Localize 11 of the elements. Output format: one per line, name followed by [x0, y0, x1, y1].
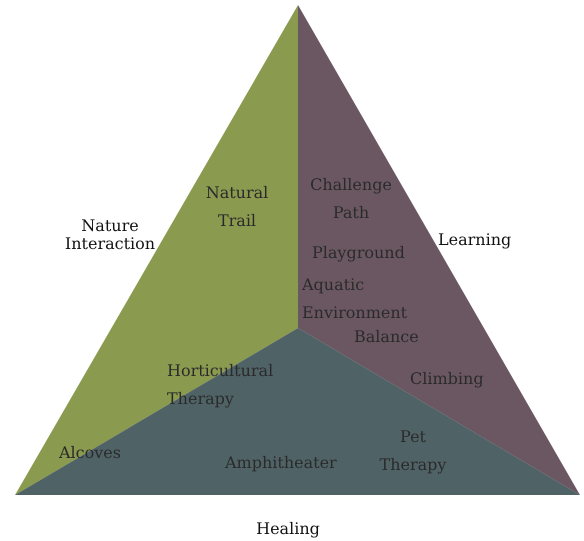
region-heading: Learning — [438, 231, 512, 249]
feature-label: Aquatic Environment — [302, 274, 408, 324]
feature-label: Pet Therapy — [378, 426, 448, 476]
feature-label: Amphitheater — [225, 452, 338, 474]
feature-label: Playground — [312, 242, 406, 264]
region-heading: Healing — [255, 520, 321, 538]
region-heading: Nature Interaction — [64, 217, 156, 253]
feature-label: Challenge Path — [309, 174, 393, 224]
feature-label: Natural Trail — [204, 182, 270, 232]
feature-label: Balance — [354, 326, 420, 348]
feature-label: Climbing — [410, 368, 485, 390]
